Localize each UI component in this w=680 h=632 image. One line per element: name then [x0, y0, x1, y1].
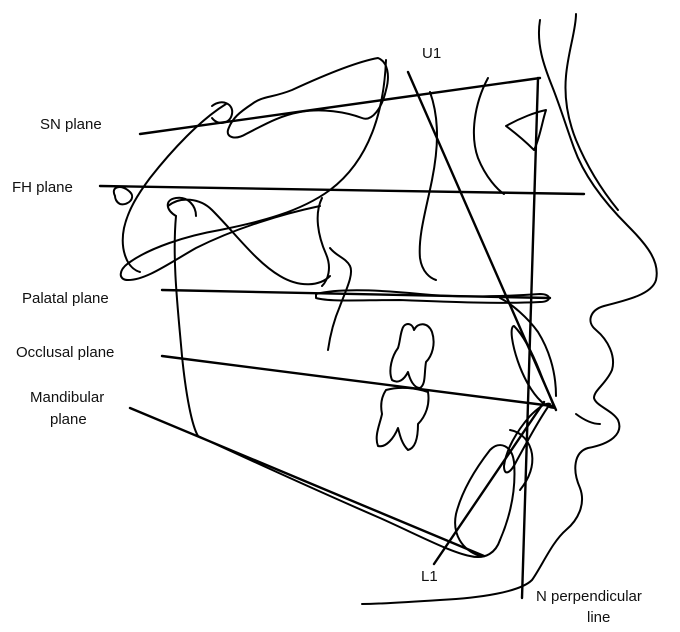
l1-label: L1	[421, 568, 438, 585]
palatal-plane-label: Palatal plane	[22, 290, 109, 307]
sn-plane-line	[138, 76, 542, 136]
nasal-bone	[472, 77, 505, 195]
cranial-base-outline	[226, 57, 389, 139]
n-perpendicular-label-line1: N perpendicular	[536, 588, 642, 605]
forehead-contour	[564, 13, 619, 211]
symphysis	[454, 444, 516, 557]
n-perpendicular-label-line2: line	[587, 609, 610, 626]
sn-plane-label: SN plane	[40, 116, 102, 133]
fh-plane-label: FH plane	[12, 179, 73, 196]
upper-alveolus	[499, 297, 557, 397]
lower-molar	[375, 386, 430, 451]
maxilla-outline	[119, 59, 387, 281]
n-perpendicular-line	[520, 76, 540, 600]
l1-axis-line	[432, 400, 546, 566]
lower-incisor	[503, 402, 551, 474]
mandibular-plane-label-line2: plane	[50, 411, 87, 428]
upper-incisor	[510, 325, 555, 409]
ramus	[173, 215, 199, 437]
u1-axis-line	[406, 70, 558, 412]
mandibular-plane-label-line1: Mandibular	[30, 389, 104, 406]
mandibular-plane-line	[128, 406, 486, 558]
u1-label: U1	[422, 45, 441, 62]
orbit-notch	[505, 109, 547, 151]
occlusal-plane-line	[160, 354, 554, 408]
palatal-plane-line	[160, 288, 552, 300]
fh-plane-line	[98, 184, 586, 196]
ear-rod	[112, 186, 134, 206]
soft-tissue-profile	[361, 19, 658, 605]
orbit-rim	[418, 91, 438, 281]
posterior-maxilla	[327, 247, 352, 351]
cranial-contour	[121, 103, 227, 273]
pterygoid-contour	[167, 198, 331, 286]
labels: SN plane FH plane Palatal plane Occlusal…	[12, 45, 642, 626]
ramus-posterior	[166, 196, 197, 217]
upper-molar	[389, 323, 435, 389]
reference-planes	[98, 70, 586, 600]
pterygomaxillary-fissure	[316, 197, 330, 287]
occlusal-plane-label: Occlusal plane	[16, 344, 114, 361]
lip-contour	[575, 413, 601, 425]
